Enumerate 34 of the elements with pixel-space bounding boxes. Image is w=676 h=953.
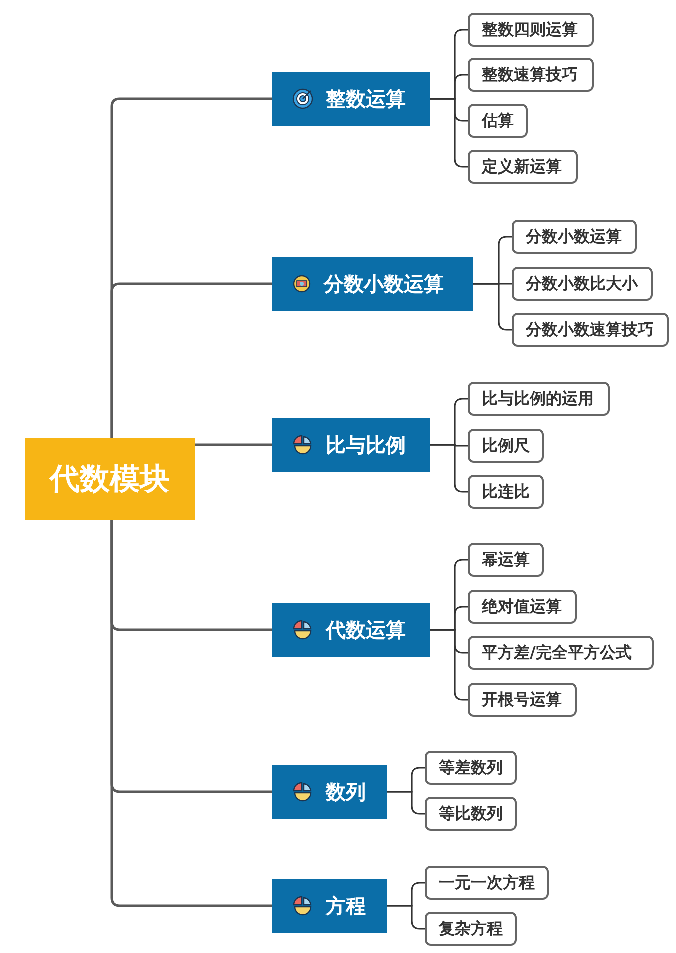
topic-label: 分数小数运算 [324, 271, 444, 298]
topic-label: 整数运算 [326, 86, 406, 113]
subtopic-box: 定义新运算 [468, 150, 578, 184]
subtopic-box: 分数小数运算 [512, 220, 637, 254]
subtopic-box: 复杂方程 [425, 912, 517, 946]
branch-topic-box [272, 72, 430, 126]
subtopic-box: 整数速算技巧 [468, 58, 594, 92]
branch-topic-box [272, 765, 387, 819]
subtopic-box: 绝对值运算 [468, 590, 577, 624]
branch-topic-box [272, 257, 473, 311]
subtopic-box: 一元一次方程 [425, 866, 549, 900]
connector-line [195, 444, 272, 446]
subtopic-box: 估算 [468, 104, 528, 138]
connector-line [110, 520, 272, 908]
subtopic-box: 幂运算 [468, 543, 544, 577]
subtopic-box: 开根号运算 [468, 683, 577, 717]
topic-label: 数列 [326, 779, 366, 806]
subtopic-box: 平方差/完全平方公式 [468, 636, 654, 670]
subtopic-box: 分数小数速算技巧 [512, 313, 669, 347]
subtopic-box: 等比数列 [425, 797, 517, 831]
subtopic-box: 比与比例的运用 [468, 382, 610, 416]
branch-topic-box [272, 603, 430, 657]
connector-line [110, 282, 272, 438]
subtopic-box: 比例尺 [468, 429, 544, 463]
root-topic-box: 代数模块 [25, 438, 195, 520]
subtopic-box: 比连比 [468, 475, 544, 509]
subtopic-box: 等差数列 [425, 751, 517, 785]
topic-label: 方程 [326, 893, 366, 920]
topic-label: 比与比例 [326, 432, 406, 459]
topic-label: 代数运算 [326, 617, 406, 644]
branch-topic-box [272, 879, 387, 933]
branch-topic-box [272, 418, 430, 472]
subtopic-box: 整数四则运算 [468, 13, 594, 47]
subtopic-box: 分数小数比大小 [512, 267, 653, 301]
